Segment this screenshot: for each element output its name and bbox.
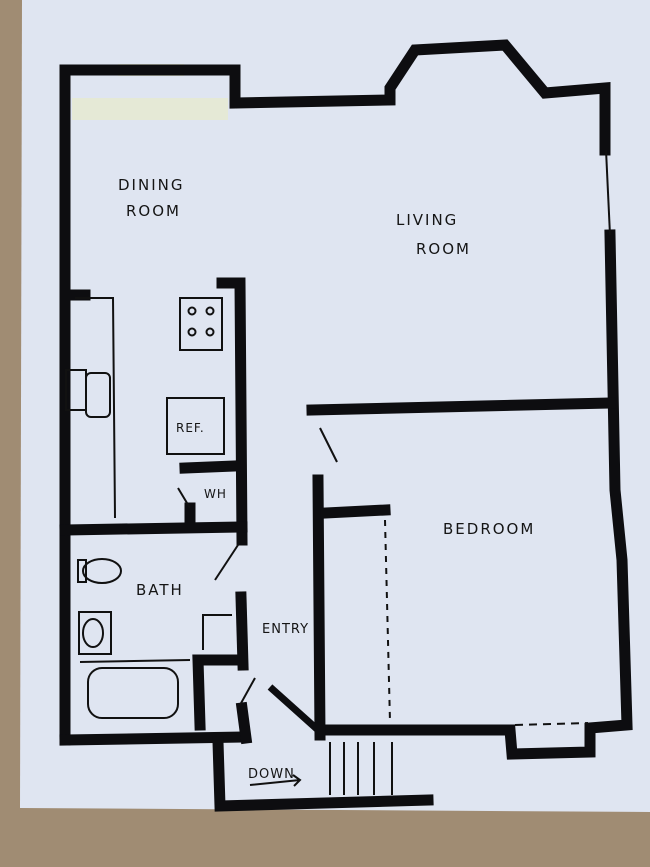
entry-label: ENTRY (262, 622, 309, 637)
living-label-1: LIVING (396, 211, 458, 229)
fixtures (65, 297, 589, 795)
refrigerator (166, 397, 225, 455)
bathtub (87, 667, 179, 719)
toilet-bowl (82, 558, 122, 584)
stove (179, 297, 223, 351)
tape-strip (72, 98, 228, 120)
arrow-icon (249, 774, 302, 787)
living-label-2: ROOM (416, 240, 471, 258)
dining-label-2: ROOM (126, 202, 181, 220)
walls (59, 39, 633, 812)
bedroom-label: BEDROOM (443, 520, 535, 538)
wh-label: WH (204, 487, 227, 501)
labels: DINING ROOM LIVING ROOM REF. WH BATH ENT… (118, 176, 535, 782)
dining-label-1: DINING (118, 176, 184, 194)
stairs (329, 742, 393, 795)
toilet-tank (77, 559, 87, 583)
ref-label: REF. (176, 421, 205, 435)
bath-label: BATH (136, 581, 184, 599)
down-label: DOWN (248, 767, 295, 782)
sink (78, 611, 112, 655)
